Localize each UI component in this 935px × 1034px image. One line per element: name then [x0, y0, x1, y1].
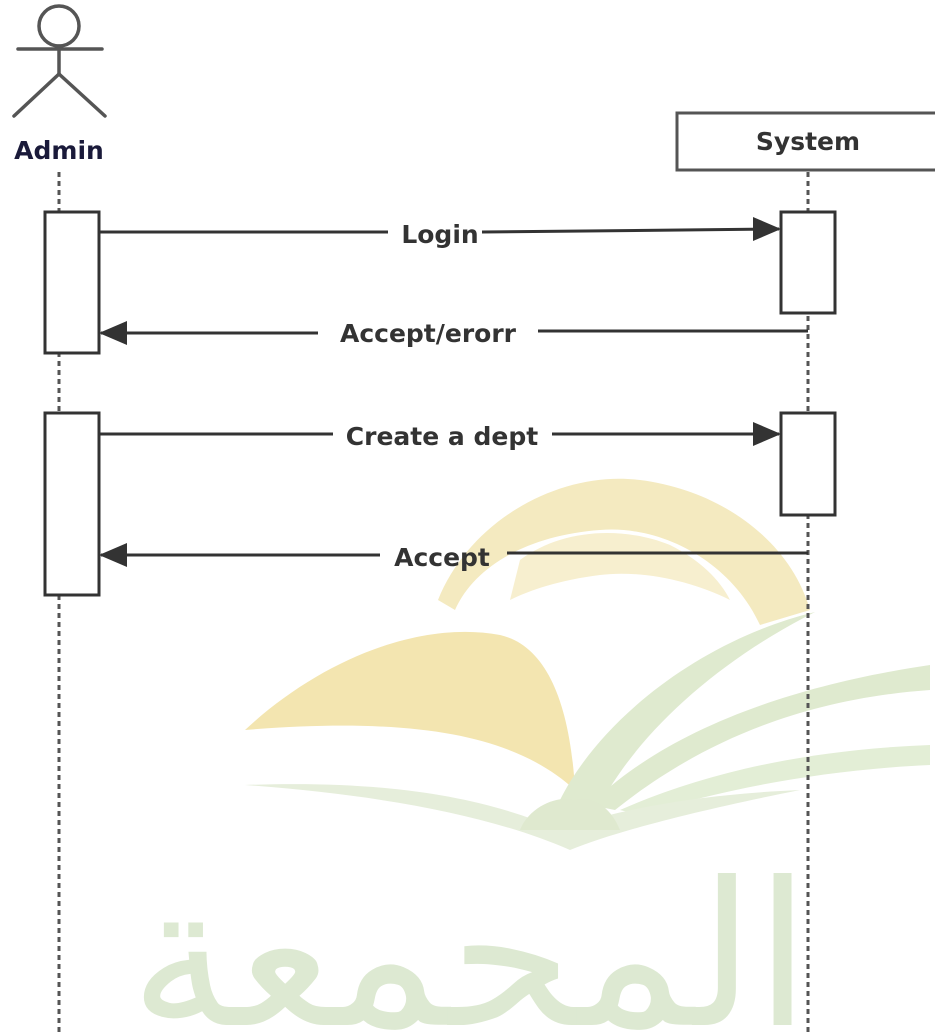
message-label-accept: Accept [394, 543, 490, 572]
message-label-accept-error: Accept/erorr [340, 319, 517, 348]
watermark-logo: المجمعة [130, 478, 930, 1034]
participant-label-system: System [756, 127, 860, 156]
activation-box-system-1 [779, 210, 837, 315]
arrowhead-icon [99, 543, 127, 567]
message-accept-error: Accept/erorr [99, 319, 808, 348]
message-login: Login [99, 217, 781, 249]
arrowhead-icon [753, 422, 781, 446]
message-label-create-dept: Create a dept [346, 422, 538, 451]
actor-label-admin: Admin [14, 136, 104, 165]
watermark-text: المجمعة [130, 840, 811, 1034]
open-book-globe-logo-icon [245, 478, 930, 850]
activation-box-admin-1 [43, 210, 101, 355]
message-accept: Accept [99, 543, 808, 572]
actor-stick-figure-icon [12, 4, 107, 118]
participant-box-system [675, 111, 935, 172]
activation-box-system-2 [779, 411, 837, 517]
arrowhead-icon [99, 321, 127, 345]
arrowhead-icon [753, 217, 781, 241]
activation-box-admin-2 [43, 411, 101, 597]
message-create-dept: Create a dept [99, 422, 781, 451]
message-label-login: Login [401, 220, 478, 249]
